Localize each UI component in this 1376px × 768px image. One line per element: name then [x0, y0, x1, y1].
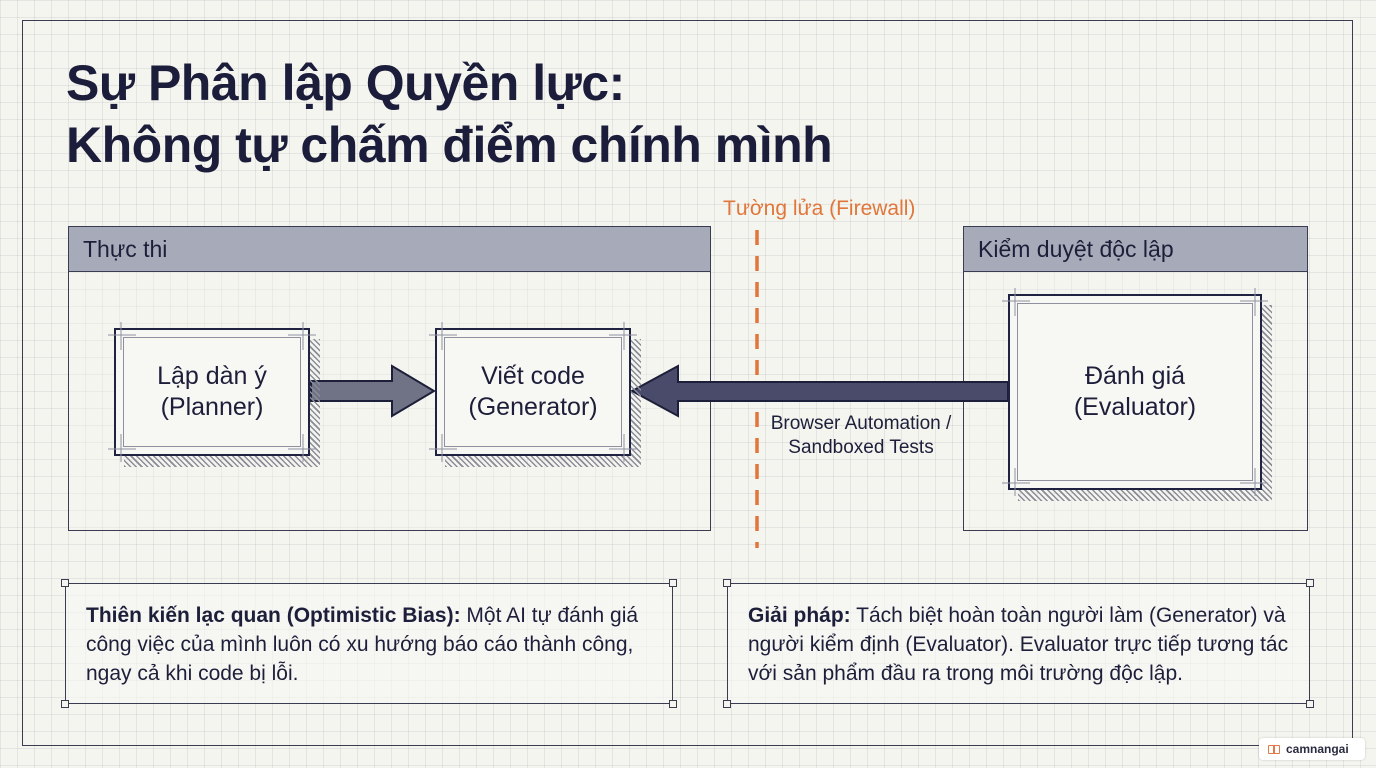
bias-note-heading: Thiên kiến lạc quan (Optimistic Bias): [86, 604, 461, 627]
evaluator-to-generator-arrow [629, 364, 1009, 418]
planner-box [114, 328, 310, 456]
generator-label-line-1: Viết code [481, 362, 585, 390]
review-panel-label: Kiểm duyệt độc lập [964, 227, 1307, 272]
planner-node: Lập dàn ý (Planner) [108, 322, 320, 467]
bias-note: Thiên kiến lạc quan (Optimistic Bias): M… [61, 579, 677, 708]
planner-label: Lập dàn ý (Planner) [114, 328, 310, 456]
firewall-label: Tường lửa (Firewall) [723, 197, 916, 220]
slide-frame [22, 20, 1353, 746]
evaluator-node: Đánh giá (Evaluator) [1002, 288, 1272, 501]
evaluator-label: Đánh giá (Evaluator) [1008, 294, 1262, 490]
evaluator-label-line-1: Đánh giá [1084, 362, 1186, 390]
solution-note-heading: Giải pháp: [748, 604, 851, 627]
generator-node: Viết code (Generator) [429, 322, 641, 467]
watermark-badge: camnangai [1259, 738, 1365, 760]
watermark-text: camnangai [1286, 742, 1349, 756]
solution-note-body: Tách biệt hoàn toàn người làm (Generator… [748, 604, 1289, 685]
planner-to-generator-arrow [310, 364, 436, 418]
generator-label-line-2: (Generator) [468, 393, 598, 421]
generator-label: Viết code (Generator) [435, 328, 631, 456]
channel-label: Browser Automation / Sandboxed Tests [758, 412, 964, 460]
title-line-1: Sự Phân lập Quyền lực: [66, 55, 625, 111]
channel-label-line-2: Sandboxed Tests [788, 437, 934, 458]
solution-note-text: Giải pháp: Tách biệt hoàn toàn người làm… [748, 601, 1297, 688]
evaluator-label-line-2: (Evaluator) [1073, 393, 1197, 421]
planner-label-line-2: (Planner) [160, 393, 264, 421]
title-line-2: Không tự chấm điểm chính mình [66, 117, 833, 173]
page-title: Sự Phân lập Quyền lực: Không tự chấm điể… [66, 52, 833, 176]
execution-panel-label: Thực thi [69, 227, 710, 272]
bias-note-body: Một AI tự đánh giá công việc của mình lu… [86, 604, 639, 685]
bias-note-text: Thiên kiến lạc quan (Optimistic Bias): M… [86, 601, 660, 688]
planner-label-line-1: Lập dàn ý [157, 362, 267, 390]
channel-label-line-1: Browser Automation / [770, 413, 952, 434]
generator-box [435, 328, 631, 456]
solution-note: Giải pháp: Tách biệt hoàn toàn người làm… [723, 579, 1314, 708]
book-icon [1268, 744, 1280, 754]
evaluator-box [1008, 294, 1262, 490]
